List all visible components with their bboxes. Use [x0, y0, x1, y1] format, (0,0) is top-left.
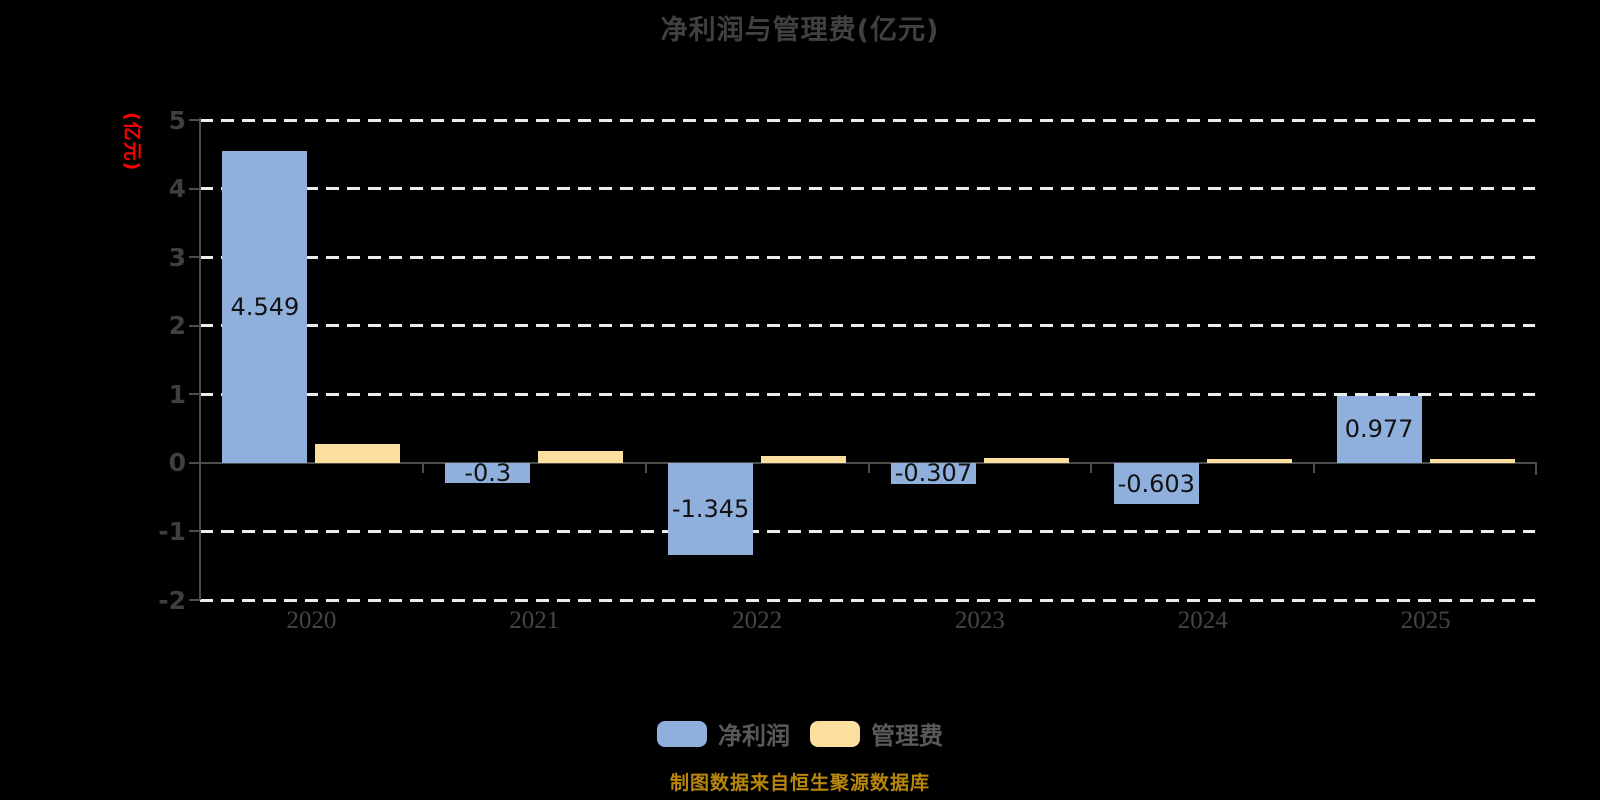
mgmt-fee-swatch [810, 720, 860, 747]
chart-title: 净利润与管理费(亿元) [660, 15, 940, 46]
y-tick-label: 5 [168, 105, 186, 135]
legend-item-net-profit[interactable]: 净利润 [657, 716, 790, 751]
y-axis-tick [189, 530, 200, 533]
bar-value-label: 0.977 [1344, 415, 1414, 444]
y-axis-tick [189, 256, 200, 259]
bar-value-label: -0.307 [894, 459, 973, 488]
gridline [200, 529, 1535, 533]
category-tick [644, 462, 647, 473]
bar-value-label: -1.345 [671, 494, 750, 523]
bar-net-profit-2024[interactable]: -0.603 [1113, 462, 1199, 505]
y-axis-tick [189, 324, 200, 327]
x-tick-label: 2020 [286, 607, 337, 634]
category-tick [1090, 462, 1093, 473]
legend-item-mgmt-fee[interactable]: 管理费 [810, 716, 943, 751]
gridline [200, 392, 1535, 396]
y-tick-label: -2 [158, 585, 186, 615]
y-tick-label: 4 [168, 174, 186, 204]
y-axis-tick [189, 599, 200, 601]
x-tick-label: 2023 [954, 607, 1005, 634]
category-tick [867, 462, 870, 473]
bar-net-profit-2025[interactable]: 0.977 [1336, 395, 1422, 463]
bar-net-profit-2021[interactable]: -0.3 [445, 459, 531, 488]
bar-net-profit-2020[interactable]: 4.549 [222, 150, 308, 463]
legend-label-net-profit: 净利润 [718, 722, 790, 750]
y-axis-tick [189, 461, 200, 464]
bar-mgmt-fee-2023[interactable] [983, 458, 1069, 463]
net-profit-swatch [657, 720, 707, 747]
gridline [200, 255, 1535, 259]
bar-value-label: 4.549 [230, 292, 300, 321]
bar-value-label: -0.3 [464, 459, 512, 488]
y-tick-label: 0 [168, 448, 186, 478]
bar-mgmt-fee-2021[interactable] [538, 451, 624, 463]
bar-mgmt-fee-2025[interactable] [1429, 458, 1515, 463]
y-tick-label: 2 [168, 311, 186, 341]
y-tick-label: 3 [168, 242, 186, 272]
x-tick-label: 2021 [509, 607, 560, 634]
bar-net-profit-2022[interactable]: -1.345 [668, 462, 754, 556]
x-tick-label: 2024 [1177, 607, 1228, 634]
y-tick-label: -1 [158, 516, 186, 546]
bar-net-profit-2023[interactable]: -0.307 [890, 459, 976, 488]
y-axis-line [199, 118, 201, 600]
x-tick-label: 2022 [732, 607, 783, 634]
bar-mgmt-fee-2024[interactable] [1206, 459, 1292, 463]
legend-label-mgmt-fee: 管理费 [871, 722, 943, 750]
axis-end-tick [1535, 462, 1537, 475]
bar-mgmt-fee-2022[interactable] [761, 456, 847, 463]
y-axis-tick [189, 393, 200, 396]
gridline [200, 187, 1535, 191]
gridline [200, 324, 1535, 328]
y-tick-label: 1 [168, 379, 186, 409]
source-note: 制图数据来自恒生聚源数据库 [669, 772, 930, 794]
x-tick-label: 2025 [1400, 607, 1451, 634]
gridline [200, 598, 1535, 602]
gridline [200, 118, 1535, 122]
y-axis-tick [189, 119, 200, 121]
category-tick [1313, 462, 1316, 473]
bar-mgmt-fee-2020[interactable] [315, 444, 401, 463]
y-axis-tick [189, 187, 200, 190]
legend: 净利润 管理费 [0, 716, 1600, 751]
bar-value-label: -0.603 [1117, 469, 1195, 498]
category-tick [421, 462, 424, 473]
